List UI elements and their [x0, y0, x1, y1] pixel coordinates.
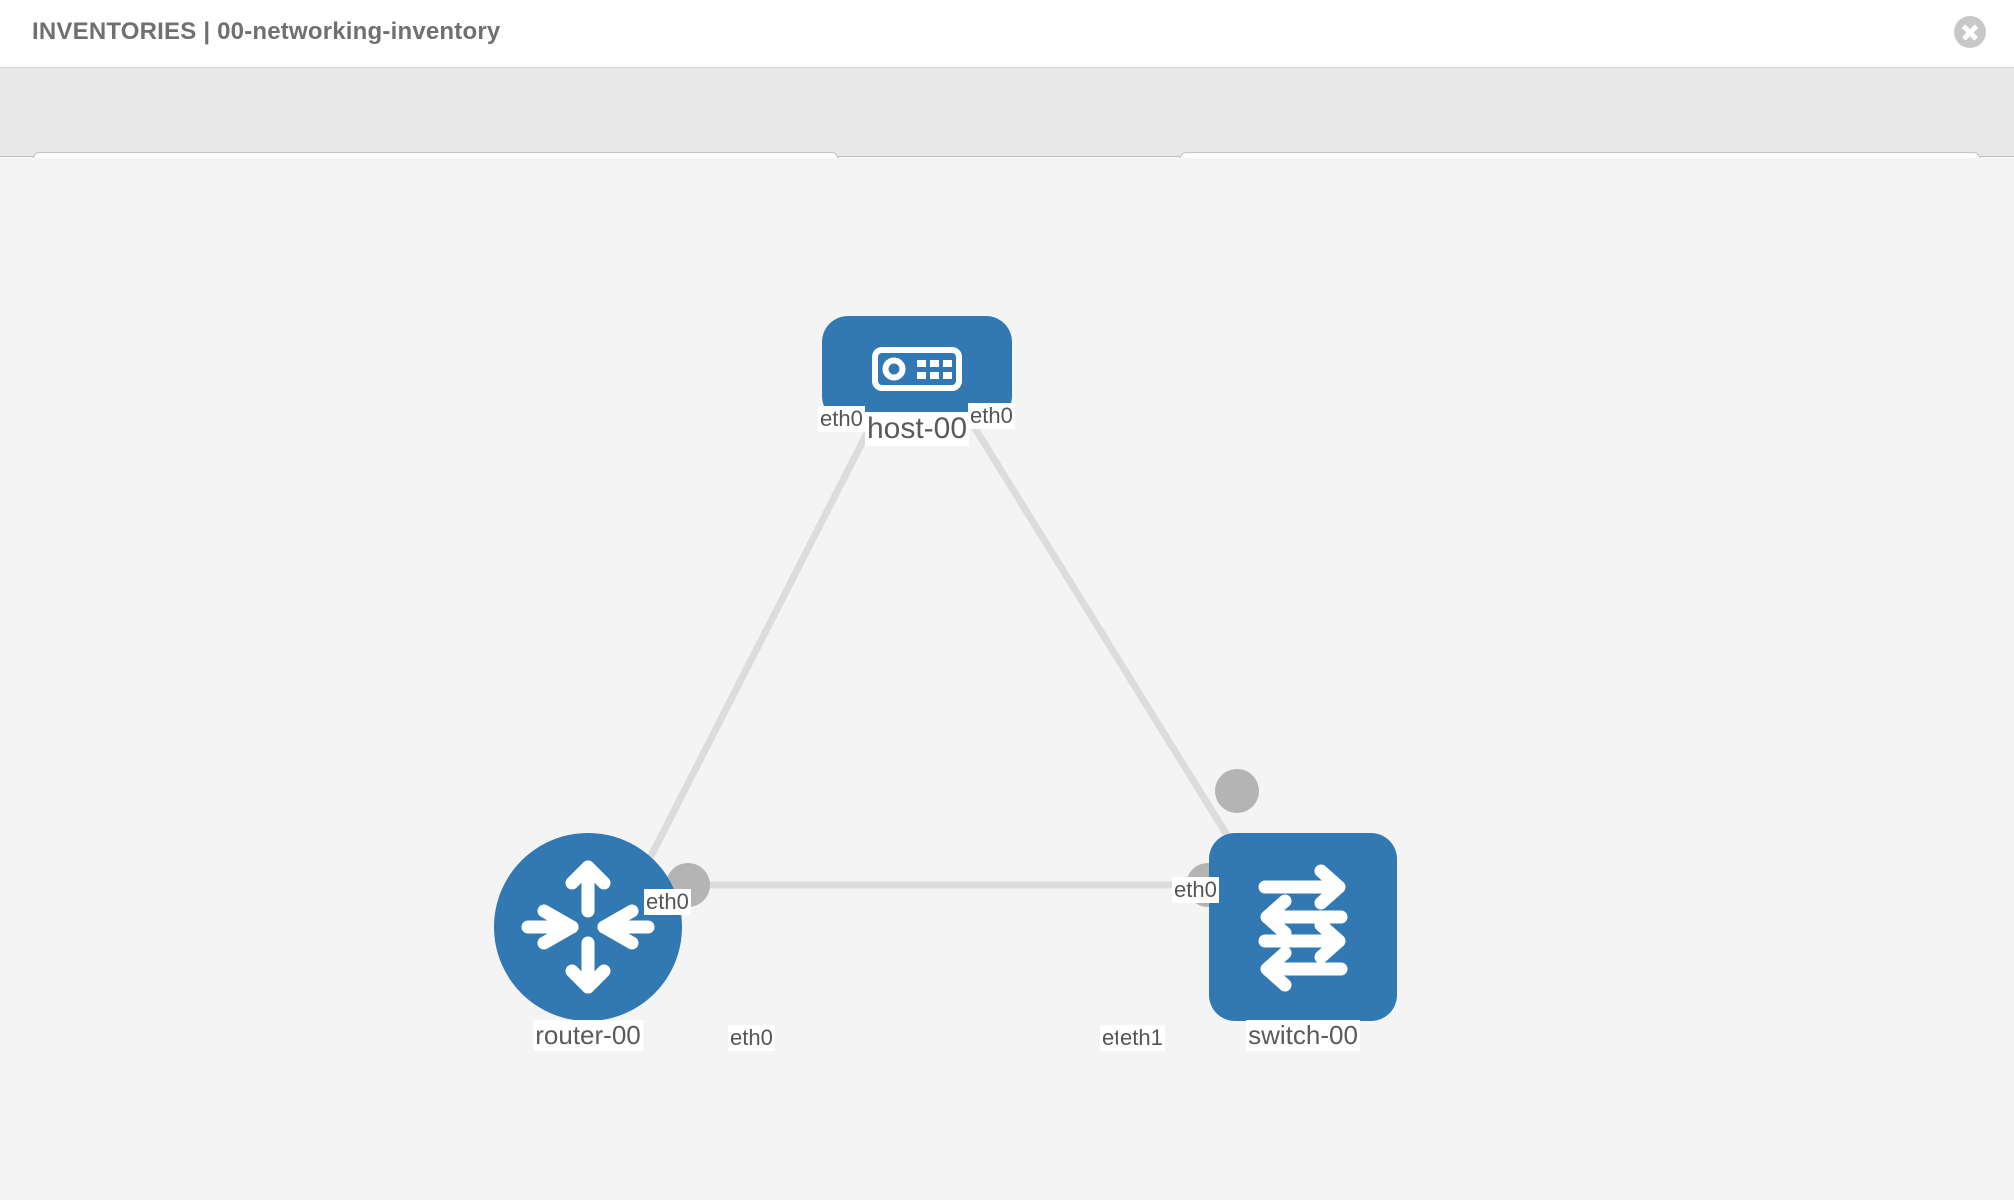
- link-host-router[interactable]: [646, 386, 894, 860]
- node-host-00-label: host-00: [864, 412, 970, 446]
- server-icon: [872, 347, 962, 391]
- edge-label-router-eth0-upper: eth0: [644, 889, 691, 915]
- edge-label-host-eth0-left: eth0: [818, 406, 865, 432]
- close-icon[interactable]: [1954, 16, 1986, 48]
- edge-label-router-eth0-right: eth0: [728, 1025, 775, 1051]
- switch-arrows-icon: [1258, 864, 1348, 992]
- page-header: INVENTORIES | 00-networking-inventory: [0, 0, 2014, 68]
- router-arrows-icon: [521, 860, 655, 994]
- socket-switch-eth0[interactable]: [1215, 769, 1259, 813]
- node-switch-00-shape: [1209, 833, 1397, 1021]
- page-title: INVENTORIES | 00-networking-inventory: [32, 18, 501, 45]
- node-router-00-label: router-00: [533, 1020, 643, 1051]
- node-switch-00-label: switch-00: [1246, 1020, 1360, 1051]
- node-router-00[interactable]: router-00: [494, 833, 682, 1051]
- edge-label-switch-eth1: eth1: [1118, 1025, 1165, 1051]
- node-switch-00[interactable]: switch-00: [1209, 833, 1397, 1051]
- edge-label-host-eth0-right: eth0: [968, 403, 1015, 429]
- link-host-switch[interactable]: [947, 386, 1238, 850]
- topology-links: [646, 361, 1259, 907]
- edge-label-switch-eth0-upper: eth0: [1172, 877, 1219, 903]
- toolbar: ACTIONS SEARCH: [0, 68, 2014, 208]
- topology-canvas[interactable]: host-00 router-00: [0, 158, 2014, 1200]
